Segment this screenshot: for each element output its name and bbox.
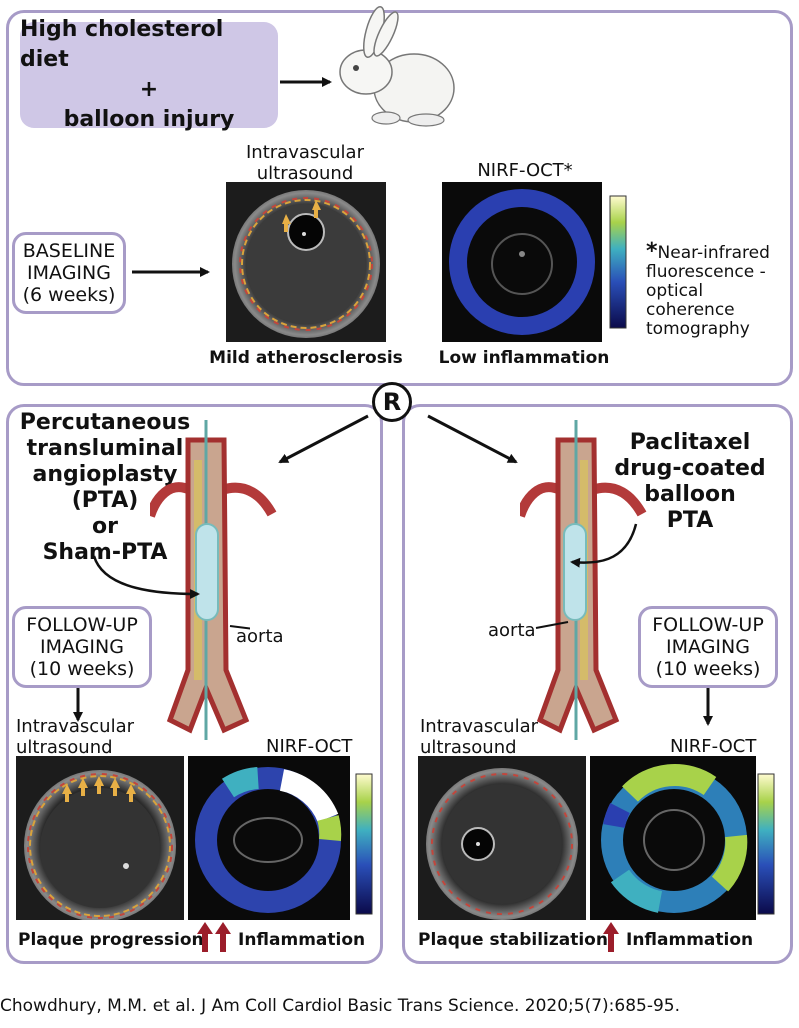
citation: Chowdhury, M.M. et al. J Am Coll Cardiol… — [0, 996, 680, 1016]
right-nirf-image — [590, 756, 775, 920]
baseline-arrow — [132, 267, 210, 277]
left-plaque-caption: Plaque progression — [18, 930, 204, 950]
right-aorta-illustration — [520, 420, 647, 740]
right-aorta-label: aorta — [488, 620, 536, 641]
left-nirf-title: NIRF-OCT — [266, 736, 353, 757]
right-plaque-caption: Plaque stabilization — [418, 930, 608, 950]
left-inflammation-caption: Inflammation — [238, 930, 366, 950]
nirf-footnote: *Near-infrared fluorescence - optical co… — [646, 239, 770, 339]
model-line-1: High cholesterol diet — [20, 17, 224, 72]
right-inflammation-caption: Inflammation — [626, 930, 754, 950]
left-aorta-illustration — [150, 420, 277, 740]
left-ivus-image — [16, 756, 184, 920]
top-nirf-title: NIRF-OCT* — [477, 160, 573, 181]
baseline-nirf-image — [442, 182, 627, 342]
right-followup-box: FOLLOW-UP IMAGING (10 weeks) — [638, 606, 778, 688]
left-followup-arrow — [73, 688, 83, 722]
top-nirf-caption: Low inflammation — [438, 348, 610, 368]
top-ivus-caption: Mild atherosclerosis — [209, 348, 403, 368]
baseline-ivus-image — [226, 182, 386, 342]
right-ivus-image — [418, 756, 586, 920]
baseline-1: BASELINE — [22, 240, 116, 262]
randomization-badge: R — [372, 382, 412, 422]
right-pointer-arrows — [535, 523, 638, 629]
baseline-2: IMAGING — [27, 262, 111, 284]
right-inflammation-arrow — [603, 922, 619, 952]
model-to-rabbit-arrow — [280, 77, 332, 87]
left-nirf-image — [188, 756, 373, 920]
baseline-3: (6 weeks) — [22, 284, 116, 306]
model-line-2: balloon injury — [63, 107, 235, 132]
left-treatment-title: Percutaneous transluminal angioplasty (P… — [19, 410, 191, 565]
left-inflammation-arrows — [197, 922, 231, 952]
top-ivus-title-1: Intravascular — [245, 142, 364, 163]
animal-model-box: High cholesterol diet + balloon injury — [20, 17, 278, 132]
right-followup-arrow — [703, 688, 713, 726]
randomization-arrows — [278, 414, 518, 464]
baseline-imaging-box: BASELINE IMAGING (6 weeks) — [12, 232, 126, 314]
left-ivus-title: Intravascular ultrasound — [16, 716, 135, 758]
top-ivus-title-2: ultrasound — [256, 163, 354, 184]
right-nirf-title: NIRF-OCT — [670, 736, 757, 757]
left-aorta-label: aorta — [236, 626, 284, 647]
top-ivus-title: Intravascular ultrasound — [220, 142, 390, 184]
footnote-star: * — [646, 239, 658, 264]
left-followup-box: FOLLOW-UP IMAGING (10 weeks) — [12, 606, 152, 688]
left-pointer-arrows — [92, 555, 250, 630]
right-treatment-title: Paclitaxel drug-coated balloon PTA — [614, 430, 766, 533]
model-plus: + — [139, 77, 159, 102]
rabbit-illustration — [339, 6, 455, 127]
right-ivus-title: Intravascular ultrasound — [420, 716, 539, 758]
